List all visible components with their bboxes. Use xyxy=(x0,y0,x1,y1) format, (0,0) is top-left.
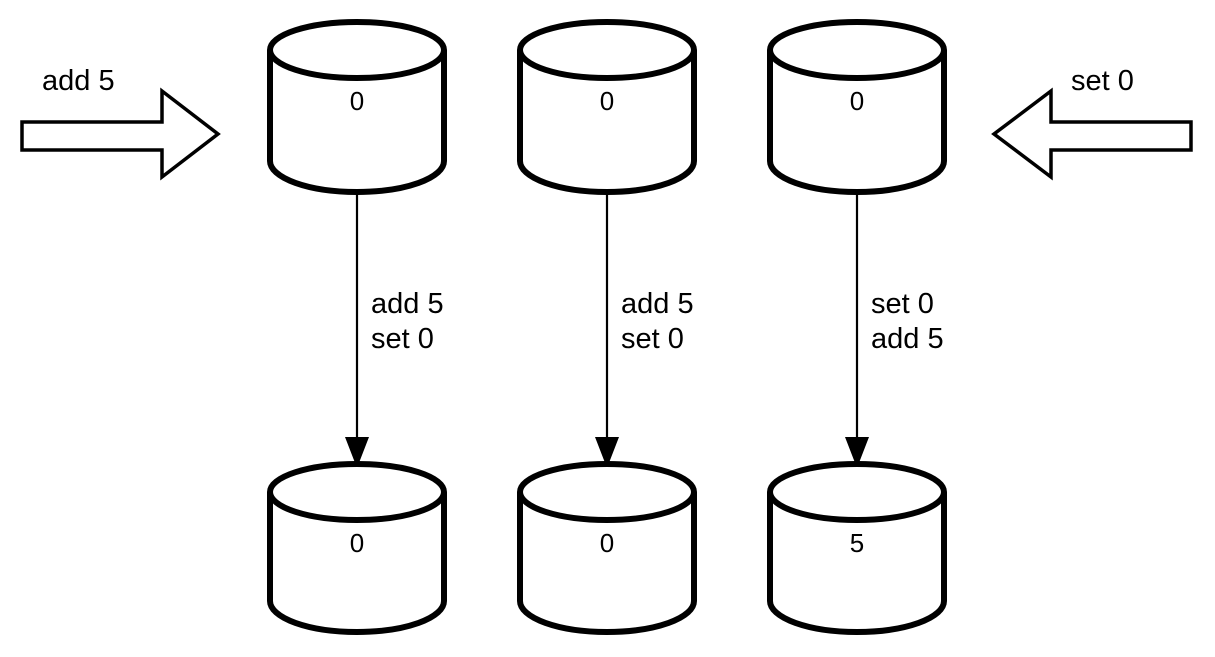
replica-2-bottom-cylinder-lid xyxy=(517,461,697,523)
client-left-arrow-label: add 5 xyxy=(42,65,115,97)
client-right-block-arrow xyxy=(991,87,1193,181)
replica-1-top-cylinder: 0 xyxy=(267,19,447,195)
replica-3-top-cylinder: 0 xyxy=(767,19,947,195)
replica-column-2: 0 add 5 set 0 0 xyxy=(517,19,697,635)
replica-1-op-order-label: add 5 set 0 xyxy=(371,288,444,355)
replica-3-bottom-cylinder: 5 xyxy=(767,461,947,635)
replica-2-top-cylinder: 0 xyxy=(517,19,697,195)
replica-1-connector-arrowhead xyxy=(345,437,369,468)
replica-1-op-2: set 0 xyxy=(371,323,434,355)
replica-3-top-value: 0 xyxy=(850,86,864,116)
replica-3-op-2: add 5 xyxy=(871,323,944,355)
replica-2-top-cylinder-lid xyxy=(517,19,697,81)
replica-3-op-order-label: set 0 add 5 xyxy=(871,288,944,355)
replica-1-top-value: 0 xyxy=(350,86,364,116)
replica-2-op-2: set 0 xyxy=(621,323,684,355)
replica-3-connector xyxy=(845,192,869,468)
replica-column-3: 0 set 0 add 5 5 xyxy=(767,19,947,635)
replica-2-op-order-label: add 5 set 0 xyxy=(621,288,694,355)
client-left-arrow-group: add 5 xyxy=(20,65,221,181)
replica-2-bottom-value: 0 xyxy=(600,528,614,558)
replica-3-bottom-cylinder-lid xyxy=(767,461,947,523)
replica-1-bottom-cylinder: 0 xyxy=(267,461,447,635)
replica-3-bottom-cylinder-body xyxy=(767,492,947,635)
replica-2-top-value: 0 xyxy=(600,86,614,116)
replica-1-bottom-value: 0 xyxy=(350,528,364,558)
replica-2-connector-arrowhead xyxy=(595,437,619,468)
replica-3-connector-arrowhead xyxy=(845,437,869,468)
client-right-arrow-label: set 0 xyxy=(1071,65,1134,97)
replica-2-bottom-cylinder: 0 xyxy=(517,461,697,635)
replica-1-op-1: add 5 xyxy=(371,288,444,320)
client-left-block-arrow xyxy=(20,87,221,181)
replica-2-op-1: add 5 xyxy=(621,288,694,320)
replica-2-connector xyxy=(595,192,619,468)
replica-3-op-1: set 0 xyxy=(871,288,934,320)
replica-column-1: 0 add 5 set 0 0 xyxy=(267,19,447,635)
replica-1-connector xyxy=(345,192,369,468)
replica-3-bottom-value: 5 xyxy=(850,528,864,558)
replica-1-bottom-cylinder-lid xyxy=(267,461,447,523)
client-right-arrow-group: set 0 xyxy=(991,65,1193,181)
replica-2-bottom-cylinder-body xyxy=(517,492,697,635)
replica-1-top-cylinder-lid xyxy=(267,19,447,81)
replica-1-bottom-cylinder-body xyxy=(267,492,447,635)
replica-3-top-cylinder-lid xyxy=(767,19,947,81)
